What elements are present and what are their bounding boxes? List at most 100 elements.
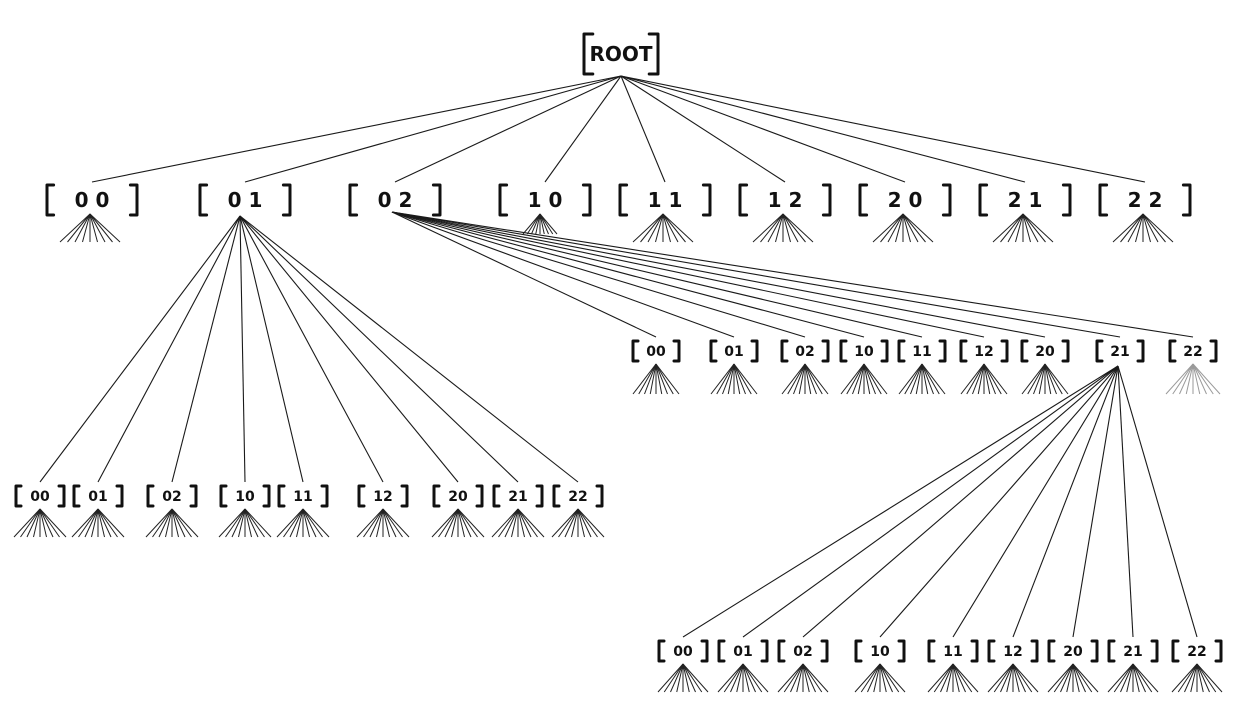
node-label: 0 2	[378, 188, 413, 212]
left-bracket	[357, 484, 366, 508]
right-bracket	[535, 484, 544, 508]
node-02-01: 01	[709, 339, 759, 363]
node-label: 10	[854, 344, 874, 360]
node-01-11: 11	[277, 484, 329, 508]
node-01-21: 21	[492, 484, 544, 508]
right-bracket	[821, 339, 830, 363]
edge-02-to-21	[391, 211, 1121, 338]
edge-01-to-20	[239, 215, 459, 483]
node-22: 2 2	[1098, 183, 1192, 217]
left-bracket	[1020, 339, 1029, 363]
edge-02-to-01	[391, 211, 735, 338]
left-bracket	[198, 183, 209, 217]
left-bracket	[631, 339, 640, 363]
subtree-fan-02-22	[1165, 363, 1221, 395]
right-bracket	[647, 32, 660, 76]
left-bracket	[432, 484, 441, 508]
tree-edges	[39, 75, 1198, 638]
subtree-fan-10	[522, 213, 558, 235]
node-0221-01: 01	[717, 639, 769, 663]
edge-02-to-11	[391, 211, 923, 338]
left-bracket	[1095, 339, 1104, 363]
subtree-fan-01-01	[71, 508, 125, 538]
right-bracket	[1181, 183, 1192, 217]
left-bracket	[618, 183, 629, 217]
left-bracket	[978, 183, 989, 217]
node-label: 22	[1183, 344, 1202, 360]
left-bracket	[552, 484, 561, 508]
subtree-fan-02-00	[632, 363, 680, 395]
right-bracket	[320, 484, 329, 508]
node-02-21: 21	[1095, 339, 1145, 363]
subtree-fan-0221-10	[854, 663, 906, 693]
edge-0221-to-12	[1012, 365, 1119, 638]
node-01-01: 01	[72, 484, 124, 508]
node-label: 1 0	[528, 188, 563, 212]
edge-0221-to-02	[802, 365, 1119, 638]
node-02-11: 11	[897, 339, 947, 363]
edge-0221-to-01	[742, 365, 1119, 638]
right-bracket	[128, 183, 139, 217]
left-bracket	[927, 639, 936, 663]
left-bracket	[854, 639, 863, 663]
subtree-fan-12	[752, 213, 814, 243]
edge-root-to-12	[620, 75, 786, 183]
subtree-fan-01-20	[431, 508, 485, 538]
right-bracket	[897, 639, 906, 663]
node-0221-22: 22	[1171, 639, 1223, 663]
node-label: 20	[1063, 644, 1083, 660]
left-bracket	[219, 484, 228, 508]
node-label: 1 1	[648, 188, 683, 212]
node-11: 1 1	[618, 183, 712, 217]
node-label: 22	[568, 489, 587, 505]
right-bracket	[262, 484, 271, 508]
edge-02-to-00	[391, 211, 657, 338]
subtree-fan-01-21	[491, 508, 545, 538]
edge-0221-to-10	[879, 365, 1119, 638]
subtree-fan-21	[992, 213, 1054, 243]
edge-02-to-20	[391, 211, 1046, 338]
root-node: ROOT	[582, 32, 660, 76]
subtree-fan-22	[1112, 213, 1174, 243]
right-bracket	[1150, 639, 1159, 663]
left-bracket	[14, 484, 23, 508]
edge-02-to-10	[391, 211, 865, 338]
left-bracket	[1168, 339, 1177, 363]
right-bracket	[431, 183, 442, 217]
edge-root-to-21	[620, 75, 1026, 183]
edge-root-to-22	[620, 75, 1146, 183]
subtree-fan-11	[632, 213, 694, 243]
edge-01-to-10	[239, 215, 246, 483]
node-label: 00	[646, 344, 666, 360]
node-01-22: 22	[552, 484, 604, 508]
right-bracket	[970, 639, 979, 663]
subtree-fan-0221-01	[717, 663, 769, 693]
node-02-20: 20	[1020, 339, 1070, 363]
edge-01-to-02	[171, 215, 241, 483]
node-01-20: 20	[432, 484, 484, 508]
subtree-fan-02-12	[960, 363, 1008, 395]
left-bracket	[277, 484, 286, 508]
node-label: 12	[974, 344, 993, 360]
left-bracket	[709, 339, 718, 363]
right-bracket	[189, 484, 198, 508]
left-bracket	[738, 183, 749, 217]
node-label: 11	[293, 489, 312, 505]
node-label: 02	[162, 489, 181, 505]
node-02-00: 00	[631, 339, 681, 363]
left-bracket	[1107, 639, 1116, 663]
node-label: 10	[870, 644, 890, 660]
right-bracket	[820, 639, 829, 663]
left-bracket	[72, 484, 81, 508]
subtree-fan-0221-00	[657, 663, 709, 693]
right-bracket	[941, 183, 952, 217]
edge-root-to-01	[244, 75, 622, 183]
node-label: 00	[673, 644, 693, 660]
left-bracket	[717, 639, 726, 663]
left-bracket	[1171, 639, 1180, 663]
edge-01-to-22	[239, 215, 579, 483]
subtree-fan-20	[872, 213, 934, 243]
subtree-fans	[13, 213, 1223, 693]
